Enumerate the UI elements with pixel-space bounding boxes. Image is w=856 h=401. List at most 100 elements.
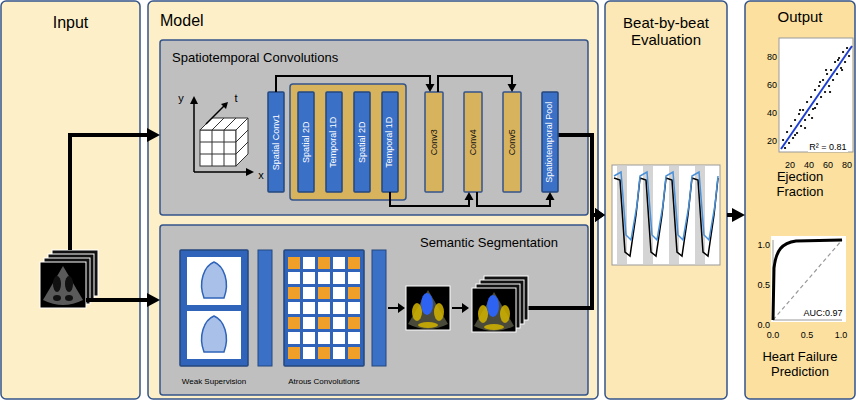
model-panel-fill bbox=[148, 1, 598, 399]
decoder-bars bbox=[372, 250, 386, 366]
text-slot: Ejection Fraction bbox=[755, 170, 845, 200]
connector bbox=[140, 128, 160, 142]
arrow-head bbox=[508, 84, 517, 92]
illustration-box: Atrous Convolutions bbox=[284, 250, 364, 366]
arrow-head bbox=[732, 208, 745, 222]
atrous-grid bbox=[288, 257, 360, 359]
text-slot: 1.0 bbox=[750, 234, 770, 252]
layer-bar-fill bbox=[503, 92, 521, 192]
segmented-stack bbox=[472, 288, 516, 332]
layer-name: Conv4 bbox=[468, 129, 478, 155]
text-slot: Heart Failure Prediction bbox=[755, 350, 845, 380]
axis-tick: 40 bbox=[767, 108, 777, 118]
layer-bar-fill bbox=[326, 92, 342, 192]
volume-cube bbox=[190, 96, 198, 104]
segmentation-arrows bbox=[452, 307, 462, 309]
connector-line bbox=[477, 192, 550, 206]
arrow-head bbox=[147, 293, 160, 307]
segmented-frame bbox=[418, 322, 438, 328]
connector-line bbox=[727, 213, 733, 217]
text-slot: Output bbox=[747, 8, 853, 26]
axis-tick: 20 bbox=[767, 136, 777, 146]
arrow-head bbox=[147, 128, 160, 142]
segmented-frame bbox=[406, 286, 450, 330]
axis-tick: 80 bbox=[767, 52, 777, 62]
layer-bar: Conv5 bbox=[503, 92, 521, 192]
stage-panel: Beat-by-beat Evaluation bbox=[605, 1, 727, 399]
arrow-head bbox=[595, 208, 605, 222]
echo-input-stack bbox=[53, 295, 61, 301]
segmentation-arrows bbox=[398, 303, 405, 313]
output-panel-fill bbox=[745, 1, 855, 399]
axis-tick: 0.5 bbox=[757, 280, 770, 290]
node-text: Ejection Fraction bbox=[755, 170, 845, 200]
illustration-box: Weak Supervision bbox=[180, 250, 248, 366]
segmented-frame bbox=[421, 293, 433, 315]
roc-plot bbox=[771, 236, 846, 322]
volume-cube bbox=[190, 96, 254, 176]
layer-bar-fill bbox=[298, 92, 314, 192]
volume-cube bbox=[246, 168, 254, 176]
volume-cube bbox=[221, 102, 228, 109]
illustration-box-fill bbox=[180, 250, 248, 366]
input-wires bbox=[86, 298, 140, 302]
text-slot: y bbox=[176, 88, 186, 106]
connector bbox=[438, 76, 517, 92]
roc-plot bbox=[771, 236, 846, 322]
text-slot: Semantic Segmentation bbox=[420, 233, 582, 251]
text-slot: Spatiotemporal Convolutions bbox=[172, 48, 412, 66]
arrow-head bbox=[546, 192, 555, 200]
input-panel: Input bbox=[1, 1, 140, 399]
node-title: Weak Supervision bbox=[182, 377, 246, 386]
axis-tick: 60 bbox=[767, 80, 777, 90]
connector bbox=[588, 135, 605, 222]
stage-panel-fill bbox=[605, 1, 727, 399]
connector-line bbox=[140, 133, 148, 137]
layer-bar: Spatial 2D bbox=[354, 92, 370, 192]
segmentation-arrows bbox=[388, 307, 398, 309]
text-slot: x bbox=[256, 165, 266, 183]
module-box: Spatiotemporal ConvolutionsSpatial Conv1… bbox=[160, 40, 588, 215]
text-slot: 80 bbox=[839, 154, 855, 172]
arrow-head bbox=[426, 84, 435, 92]
echo-input-stack bbox=[65, 295, 73, 301]
layer-bar: Conv3 bbox=[425, 92, 443, 192]
beat-plot bbox=[614, 172, 718, 240]
text-slot: Input bbox=[1, 14, 140, 32]
volume-cube bbox=[200, 130, 236, 166]
connector-line bbox=[390, 192, 469, 206]
segmented-frame bbox=[412, 303, 422, 321]
layer-name: Spatial 2D bbox=[357, 121, 367, 163]
ef-scatter-plot bbox=[779, 38, 853, 152]
axis-tick: 40 bbox=[804, 160, 814, 170]
layer-name: Temporal 1D bbox=[329, 116, 339, 167]
connector bbox=[276, 76, 435, 92]
node-title: Atrous Convolutions bbox=[288, 377, 360, 386]
layer-bar-fill bbox=[382, 92, 398, 192]
axis-tick: 20 bbox=[785, 160, 795, 170]
text-slot: Weak Supervision bbox=[166, 370, 262, 388]
weak-supervision-masks bbox=[187, 257, 241, 305]
layer-bar: Temporal 1D bbox=[382, 92, 398, 192]
volume-cube bbox=[236, 130, 248, 154]
volume-cube bbox=[194, 102, 248, 172]
module-box: Semantic SegmentationWeak SupervisionAtr… bbox=[160, 225, 588, 395]
axis-name: x bbox=[258, 169, 264, 182]
node-title: Output bbox=[777, 8, 822, 25]
axis-tick: 1.0 bbox=[835, 330, 848, 340]
layer-bar: Spatiotemporal Pool bbox=[542, 92, 558, 192]
input-wires bbox=[70, 135, 140, 250]
node-title: Model bbox=[160, 12, 204, 30]
connector-line bbox=[276, 76, 430, 92]
connector-line bbox=[438, 76, 512, 92]
layer-bar-fill bbox=[268, 92, 284, 192]
text-slot: Atrous Convolutions bbox=[268, 370, 380, 388]
segmentation-arrows bbox=[462, 303, 469, 313]
node-title: Input bbox=[53, 14, 89, 32]
atrous-grid bbox=[288, 257, 360, 359]
text-slot: Model bbox=[160, 12, 280, 30]
text-slot: 0.0 bbox=[750, 314, 770, 332]
